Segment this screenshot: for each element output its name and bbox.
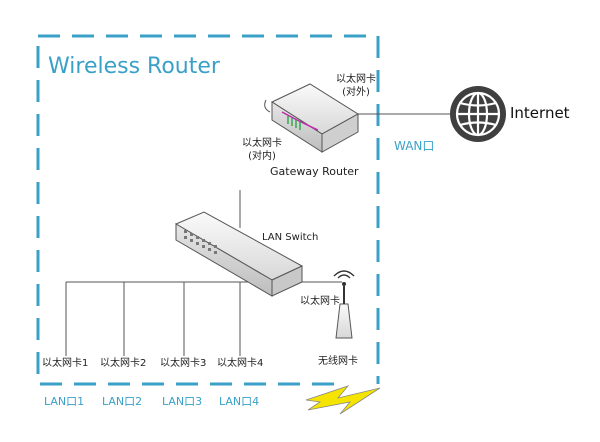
diagram-title: Wireless Router <box>48 54 220 79</box>
lan-nic-3-label: 以太网卡3 <box>160 358 207 369</box>
internet-label: Internet <box>510 104 570 122</box>
globe-icon <box>450 86 506 142</box>
wan-port-label: WAN口 <box>394 139 435 153</box>
antenna-icon <box>333 270 355 339</box>
lan-port-4-label: LAN口4 <box>219 395 260 408</box>
gateway-nic-internal-sub: (对内) <box>248 151 276 162</box>
gateway-nic-external-sub: (对外) <box>342 87 370 98</box>
gateway-router-label: Gateway Router <box>270 165 359 178</box>
wireless-nic-label: 以太网卡 <box>300 296 340 307</box>
connection-lines <box>65 113 452 356</box>
wireless-router-frame <box>36 34 380 386</box>
lan-port-3-label: LAN口3 <box>162 395 203 408</box>
lan-port-2-label: LAN口2 <box>102 395 143 408</box>
switch-icon <box>174 211 304 297</box>
lan-nic-2-label: 以太网卡2 <box>100 358 147 369</box>
lightning-icon <box>305 385 381 415</box>
gateway-nic-internal-label: 以太网卡 <box>242 138 282 149</box>
gateway-nic-external-label: 以太网卡 <box>336 74 376 85</box>
lan-port-1-label: LAN口1 <box>44 395 85 408</box>
lan-switch-label: LAN Switch <box>262 232 319 243</box>
lan-nic-4-label: 以太网卡4 <box>217 358 264 369</box>
wireless-card-label: 无线网卡 <box>318 356 358 367</box>
lan-nic-1-label: 以太网卡1 <box>42 358 89 369</box>
router-icon <box>264 83 359 153</box>
